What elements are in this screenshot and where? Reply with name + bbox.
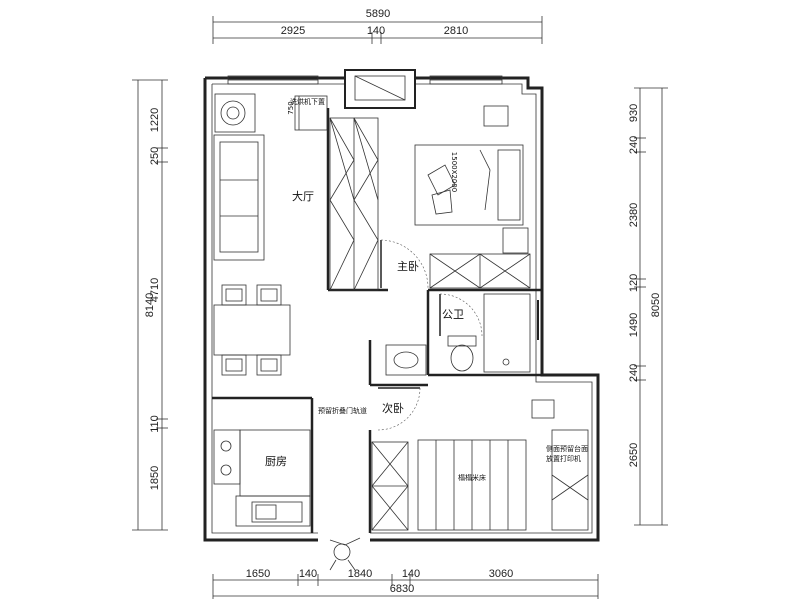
right-dimension-5: 1490 (628, 313, 640, 337)
bottom-dimension-5: 3060 (489, 568, 513, 580)
tatami-label: 榻榻米床 (458, 473, 486, 482)
washer-dryer (214, 93, 256, 133)
washer-cabinet (294, 95, 328, 131)
room-label-master-bedroom: 主卧 (397, 260, 419, 273)
printer-note-line-2: 放置打印机 (546, 454, 581, 463)
room-label-kitchen: 厨房 (265, 455, 287, 468)
bathroom-vanity (385, 344, 427, 376)
right-dimension-1: 930 (628, 104, 640, 122)
shower (483, 293, 531, 373)
top-dimension-2: 140 (367, 25, 385, 37)
wardrobe (329, 117, 379, 291)
left-dimension-3: 4710 (149, 278, 161, 302)
desk-chair (483, 105, 509, 127)
room-label-second-bedroom: 次卧 (382, 401, 404, 415)
bottom-dimension-1: 1650 (246, 568, 270, 580)
dining-chair (221, 284, 247, 306)
top-dimension-1: 2925 (281, 25, 305, 37)
second-bedroom-door (377, 387, 421, 431)
top-dimensions (212, 16, 543, 44)
folding-door-note: 预留折叠门轨道 (318, 406, 367, 415)
bottom-dimension-2: 140 (299, 568, 317, 580)
dining-chair (256, 284, 282, 306)
left-dimension-2: 250 (149, 147, 161, 165)
bottom-dimensions (212, 574, 599, 599)
room-label-living: 大厅 (292, 189, 314, 203)
room-label-bathroom: 公卫 (442, 308, 464, 321)
top-dimension-3: 2810 (444, 25, 468, 37)
bathroom-door (439, 293, 483, 337)
top-total-dimension: 5890 (366, 8, 390, 20)
desk-chair-second (531, 399, 555, 419)
bottom-dimension-4: 140 (402, 568, 420, 580)
right-total-dimension: 8050 (650, 293, 662, 317)
kitchen-counter (213, 429, 311, 527)
right-dimensions (634, 87, 668, 526)
left-dimension-4: 110 (149, 415, 161, 433)
left-dimensions (132, 79, 168, 531)
left-total-dimension: 8140 (144, 293, 156, 317)
top-duct (344, 69, 416, 109)
desk (551, 429, 589, 531)
sofa (213, 134, 265, 261)
entrance-figure (329, 537, 361, 571)
right-dimension-3: 2380 (628, 203, 640, 227)
dining-chair (256, 354, 282, 376)
printer-note-line-1: 侧面预留台面 (546, 444, 588, 453)
interior-walls (212, 108, 542, 533)
dining-chair (221, 354, 247, 376)
right-dimension-6: 240 (628, 364, 640, 382)
dining-table (213, 304, 291, 356)
stove (220, 440, 232, 476)
bottom-total-dimension: 6830 (390, 583, 414, 595)
kitchen-sink (251, 501, 303, 523)
right-dimension-4: 120 (628, 274, 640, 292)
right-dimension-2: 240 (628, 136, 640, 154)
double-bed (414, 144, 524, 226)
bed-size-label: 1500X2000 (450, 152, 458, 192)
master-bedroom-door (380, 239, 429, 289)
second-bedroom-wardrobe (371, 441, 409, 531)
left-dimension-1: 1220 (149, 108, 161, 132)
bottom-dimension-3: 1840 (348, 568, 372, 580)
top-window-right (429, 75, 503, 85)
tatami-bed (417, 439, 527, 531)
washer-size-label: 750 (287, 101, 295, 114)
nightstand (502, 227, 529, 254)
master-wardrobe (429, 253, 531, 289)
left-dimension-5: 1850 (149, 466, 161, 490)
washer-cabinet-label: 洗烘机下置 (290, 97, 325, 106)
top-window-left (227, 75, 319, 85)
right-dimension-7: 2650 (628, 443, 640, 467)
toilet (447, 335, 477, 372)
